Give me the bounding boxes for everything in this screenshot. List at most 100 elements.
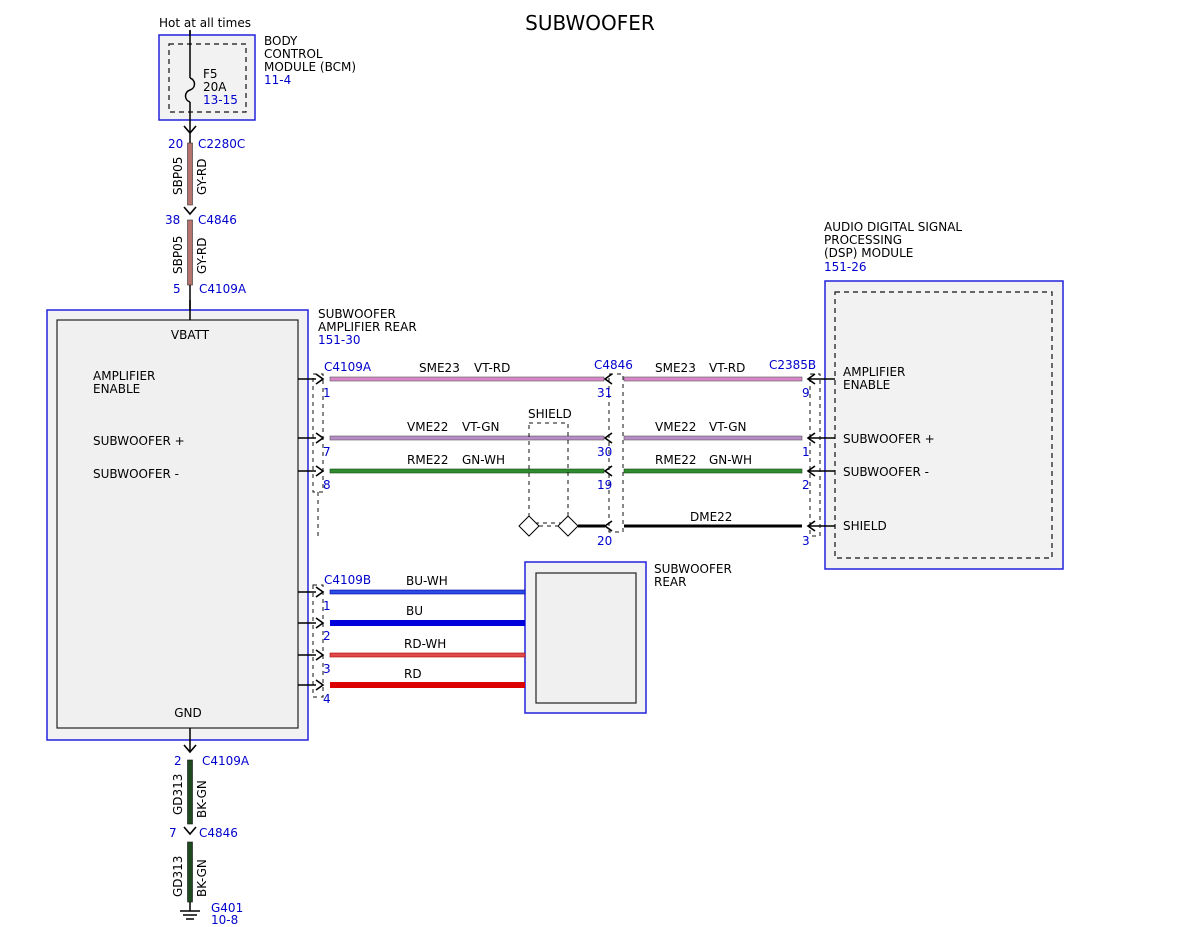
arrow-spk1 [315, 586, 325, 598]
wire3-left-color: GN-WH [462, 453, 505, 467]
dsp-box [824, 280, 1064, 570]
arrow-amp-sub-minus [315, 465, 325, 477]
connector-amp-a-label: C4109A [324, 360, 372, 374]
wire-gd313-seg2 [187, 841, 193, 903]
wire3-mid-pin: 19 [597, 478, 612, 492]
feed-seg1-connector: C2280C [198, 137, 245, 151]
wire1-mid-pin: 31 [597, 386, 612, 400]
wire-bu-wh [329, 589, 526, 595]
speaker-label-2: REAR [654, 575, 686, 589]
amp-pin-sub-plus: SUBWOOFER + [93, 434, 185, 448]
feed-seg1-color: GY-RD [195, 158, 209, 195]
wire-bu [330, 620, 525, 626]
wire3-right-circuit: RME22 [655, 453, 697, 467]
gnd-seg1-circuit: GD313 [171, 774, 185, 815]
arrow-down-gnd-c4846 [183, 826, 197, 836]
wire2-left-pin: 7 [323, 445, 331, 459]
wire2-right-circuit: VME22 [655, 420, 696, 434]
feed-seg1-pin: 20 [168, 137, 183, 151]
arrow-down-c4846 [183, 206, 197, 216]
dsp-label-1: AUDIO DIGITAL SIGNAL [824, 220, 962, 234]
shield-mid-pin: 20 [597, 534, 612, 548]
shield-label: SHIELD [528, 407, 572, 421]
wire1-right-circuit: SME23 [655, 361, 696, 375]
wire-sme23-right [623, 376, 803, 382]
dsp-pin-enable-2: ENABLE [843, 378, 890, 392]
fuse-f5-symbol [184, 77, 196, 103]
shield-circuit: DME22 [690, 510, 732, 524]
fuse-name: F5 [203, 67, 218, 81]
gnd-seg1-connector: C4109A [202, 754, 250, 768]
spk4-pin: 4 [323, 692, 331, 706]
arrow-rme22-mid [603, 465, 613, 477]
wire2-right-pin: 1 [802, 445, 810, 459]
amp-in-connector: C4109A [199, 282, 247, 296]
speaker-inner [535, 572, 637, 704]
gnd-seg2-color: BK-GN [195, 859, 209, 897]
spk3-pin: 3 [323, 662, 331, 676]
wire1-left-circuit: SME23 [419, 361, 460, 375]
amp-in-pin: 5 [173, 282, 181, 296]
dsp-pin-sub-plus: SUBWOOFER + [843, 432, 935, 446]
fuse-rating: 20A [203, 80, 227, 94]
wire2-left-circuit: VME22 [407, 420, 448, 434]
connector-c4109b-frame [312, 584, 324, 698]
amp-pin-sub-minus: SUBWOOFER - [93, 467, 179, 481]
amp-pin-enable-2: ENABLE [93, 382, 140, 396]
amp-ref: 151-30 [318, 333, 361, 347]
wire3-left-pin: 8 [323, 478, 331, 492]
bcm-label-3: MODULE (BCM) [264, 60, 356, 74]
ground-point: G401 [211, 901, 243, 915]
feed-seg2-connector: C4846 [198, 213, 237, 227]
arrow-spk4 [315, 679, 325, 691]
hot-label: Hot at all times [159, 16, 251, 30]
arrow-amp-sub-plus [315, 432, 325, 444]
bcm-label-2: CONTROL [264, 47, 323, 61]
connector-dsp-label: C2385B [769, 358, 816, 372]
arrow-vme22-mid [603, 432, 613, 444]
spk3-color: RD-WH [404, 637, 446, 651]
page-title: SUBWOOFER [525, 11, 655, 35]
arrow-sme23-mid [603, 373, 613, 385]
gnd-seg2-circuit: GD313 [171, 856, 185, 897]
wire-sme23-left [329, 376, 605, 382]
dsp-ref: 151-26 [824, 260, 867, 274]
dsp-label-2: PROCESSING [824, 233, 902, 247]
speaker-label-1: SUBWOOFER [654, 562, 732, 576]
feed-seg2-pin: 38 [165, 213, 180, 227]
wire-rme22-right [623, 468, 803, 474]
dsp-pin-enable-1: AMPLIFIER [843, 365, 905, 379]
feed-seg2-color: GY-RD [195, 237, 209, 274]
arrow-amp-enable [315, 373, 325, 385]
wire3-left-circuit: RME22 [407, 453, 449, 467]
wire1-right-color: VT-RD [709, 361, 745, 375]
spk1-color: BU-WH [406, 574, 448, 588]
arrow-spk2 [315, 617, 325, 629]
wire-rd-wh [329, 652, 526, 658]
wire1-right-pin: 9 [802, 386, 810, 400]
spk2-pin: 2 [323, 629, 331, 643]
fuse-ref: 13-15 [203, 93, 238, 107]
amp-vbatt-label: VBATT [171, 328, 210, 342]
dsp-inner-dashed [834, 291, 1053, 559]
spk4-color: RD [404, 667, 422, 681]
wire3-right-pin: 2 [802, 478, 810, 492]
wire1-left-pin: 1 [323, 386, 331, 400]
wire-sbp05-seg1 [187, 142, 193, 206]
bcm-box [158, 34, 256, 121]
connector-mid-label: C4846 [594, 358, 633, 372]
wire-vme22-right [623, 435, 803, 441]
wire-rd [330, 682, 525, 688]
amp-label-1: SUBWOOFER [318, 307, 396, 321]
gnd-seg2-pin: 7 [169, 826, 177, 840]
ground-point-ref: 10-8 [211, 913, 238, 927]
feed-seg1-circuit: SBP05 [171, 157, 185, 195]
wire-rme22-left [329, 468, 605, 474]
shield-right-pin: 3 [802, 534, 810, 548]
shield-drain-left [518, 515, 540, 537]
amp-pin-enable-1: AMPLIFIER [93, 369, 155, 383]
wire2-right-color: VT-GN [709, 420, 746, 434]
connector-amp-b-label: C4109B [324, 573, 371, 587]
spk1-pin: 1 [323, 599, 331, 613]
